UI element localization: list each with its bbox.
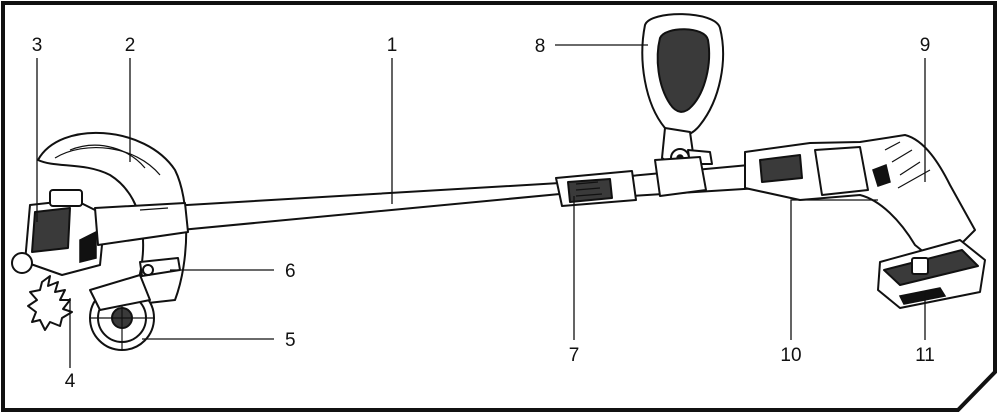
callout-11: 11 [915, 345, 935, 366]
auxiliary-handle [641, 13, 725, 197]
shaft-coupling [94, 202, 189, 246]
wheel [89, 274, 155, 351]
callout-10: 10 [780, 345, 801, 366]
callout-3: 3 [32, 35, 43, 56]
callout-7: 7 [569, 345, 580, 366]
locking-sleeve [555, 170, 637, 207]
callout-8: 8 [535, 36, 546, 57]
callout-labels: 1 2 3 4 5 6 7 8 9 10 11 [32, 35, 935, 392]
callout-5: 5 [285, 330, 296, 351]
shaft [169, 182, 561, 232]
callout-1: 1 [387, 35, 398, 56]
callout-2: 2 [125, 35, 136, 56]
callout-6: 6 [285, 261, 296, 282]
cutting-blade [27, 275, 73, 331]
callout-4: 4 [65, 371, 76, 392]
callout-9: 9 [920, 35, 931, 56]
leader-10 [790, 199, 878, 340]
leader-lines [36, 44, 926, 368]
trimmer-illustration [11, 13, 986, 351]
battery-pack [877, 239, 986, 309]
motor-head [11, 189, 106, 276]
